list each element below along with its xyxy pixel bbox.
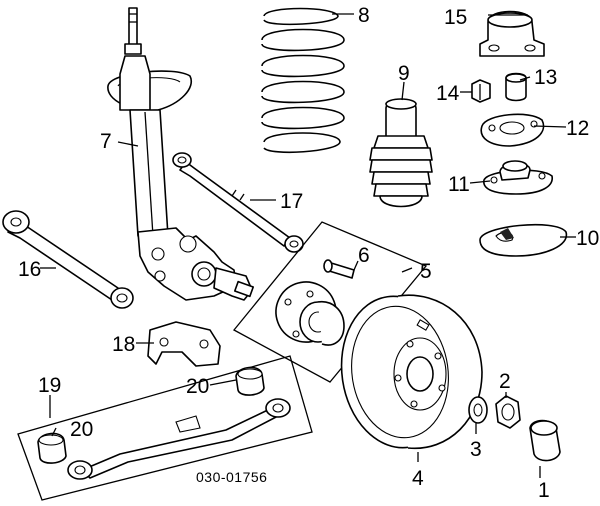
hub-assembly-box [233, 221, 428, 383]
callout-9: 9 [398, 62, 410, 85]
callout-5: 5 [420, 260, 432, 283]
callout-6: 6 [358, 244, 370, 267]
diagram-part-number: 030-01756 [196, 469, 267, 485]
bracket-18 [147, 321, 221, 367]
lower-lateral-link [2, 210, 134, 309]
callout-labels: 1 2 3 4 5 6 7 8 9 10 11 12 13 14 15 16 1… [18, 4, 599, 502]
bushing-13 [505, 72, 527, 102]
stabilizer-bar-box [17, 355, 313, 501]
callout-18: 18 [112, 333, 135, 356]
callout-20-upper: 20 [186, 375, 209, 398]
strut-assembly [107, 7, 255, 301]
callout-7: 7 [100, 130, 112, 153]
upper-control-arm [172, 152, 304, 253]
callout-20-lower: 20 [70, 418, 93, 441]
spring-seat [479, 223, 568, 257]
callout-1: 1 [538, 479, 550, 502]
brake-drum [340, 294, 483, 450]
nut-14 [471, 79, 491, 103]
grease-cap [529, 419, 561, 462]
mount-insulator [483, 160, 553, 195]
wheel-stud [323, 259, 355, 279]
callout-13: 13 [534, 66, 557, 89]
callout-14: 14 [436, 82, 460, 105]
callout-2: 2 [499, 370, 511, 393]
callout-15: 15 [444, 6, 467, 29]
bump-stop-boot [369, 98, 433, 208]
mount-cap [479, 10, 545, 57]
callout-17: 17 [280, 190, 303, 213]
callout-3: 3 [470, 438, 482, 461]
coil-spring [261, 7, 345, 154]
washer-3 [468, 396, 488, 424]
leader-lines [40, 13, 576, 478]
callout-16: 16 [18, 258, 41, 281]
callout-4: 4 [412, 467, 424, 490]
mount-plate [480, 113, 545, 147]
callout-11: 11 [448, 173, 470, 196]
callout-19: 19 [38, 374, 61, 397]
callout-10: 10 [576, 227, 599, 250]
callout-12: 12 [566, 117, 589, 140]
callout-8: 8 [358, 4, 370, 27]
hub-nut-2 [495, 395, 521, 429]
